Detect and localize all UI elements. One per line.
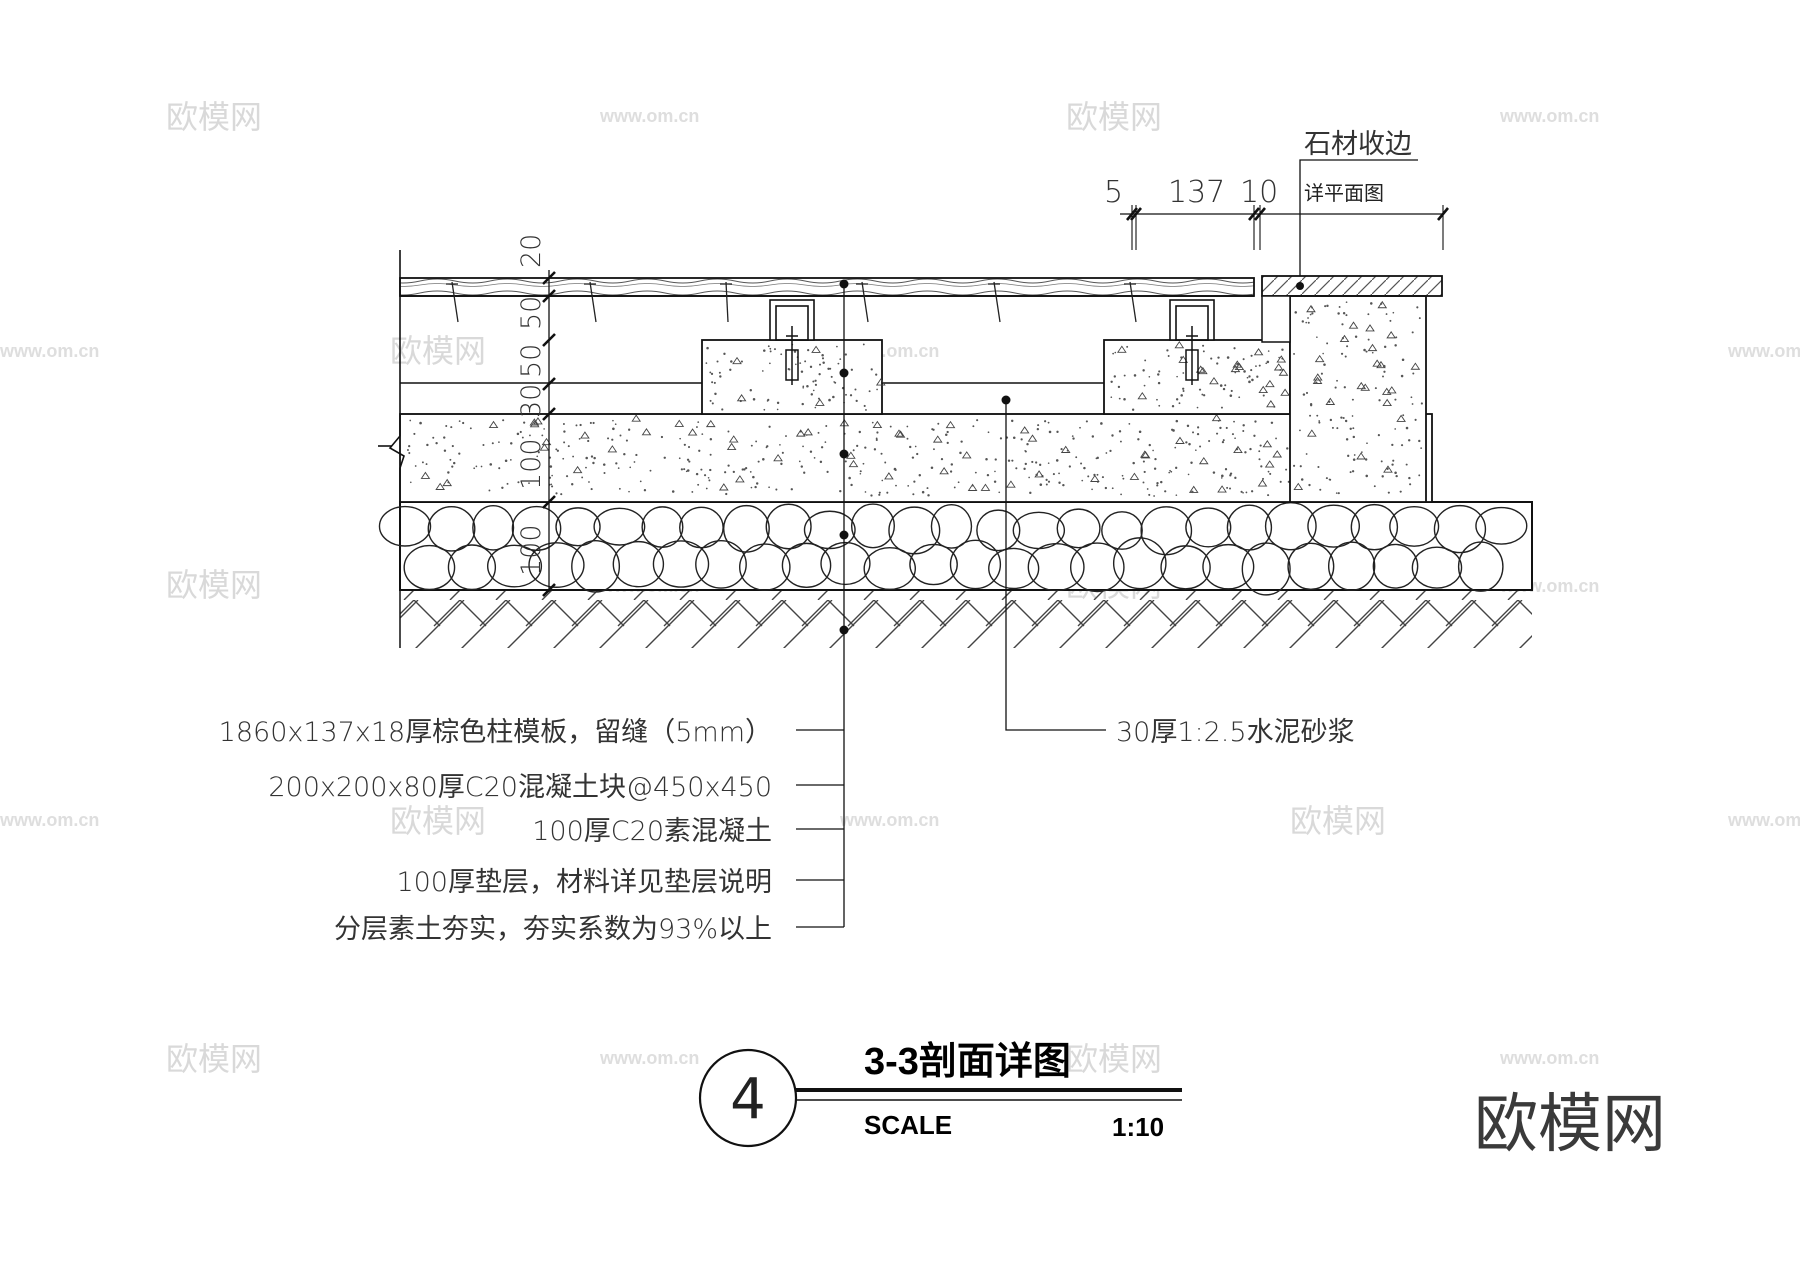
dim-label: 100 <box>516 438 547 490</box>
watermark-url: www.om.cn <box>1499 1048 1599 1068</box>
watermark-brand: 欧模网 <box>390 802 486 840</box>
watermark-brand: 欧模网 <box>390 332 486 370</box>
watermark-url: www.om.cn <box>599 106 699 126</box>
callout-soil: 分层素土夯实，夯实系数为93%以上 <box>334 914 772 945</box>
callout-list: 1860x137x18厚棕色柱模板，留缝（5mm） 200x200x80厚C20… <box>219 717 1355 945</box>
dimension-top: 5 137 10 <box>1104 175 1449 250</box>
title-block: 4 3-3剖面详图 SCALE 1:10 <box>698 1041 1182 1148</box>
concrete-base <box>399 413 1433 503</box>
watermark-brand: 欧模网 <box>1066 98 1162 136</box>
dim-label: 10 <box>1240 175 1278 210</box>
dim-label: 30 <box>516 384 547 418</box>
break-line <box>378 250 405 502</box>
watermark-url: www.om.cn <box>1727 341 1800 361</box>
concrete-block <box>701 339 1291 415</box>
gravel-layer <box>378 501 1533 596</box>
watermark-brand: 欧模网 <box>166 566 262 604</box>
dim-label: 100 <box>516 524 547 576</box>
callout-concrete-block: 200x200x80厚C20混凝土块@450x450 <box>268 772 772 803</box>
watermark-url: www.om.cn <box>0 341 99 361</box>
watermark-url: www.om.cn <box>1499 106 1599 126</box>
leader-dots <box>839 279 1011 635</box>
dim-label: 50 <box>516 296 547 330</box>
dim-label: 50 <box>516 344 547 378</box>
edge-callout: 石材收边 详平面图 <box>1296 129 1418 290</box>
drawing-title: 3-3剖面详图 <box>864 1041 1071 1083</box>
anchor-bolt <box>785 326 1199 385</box>
dim-label: 20 <box>516 234 547 268</box>
dim-label: 5 <box>1104 175 1123 210</box>
soil-layer <box>399 589 1532 648</box>
stone-edge <box>1261 275 1443 503</box>
watermark-brand: 欧模网 <box>1290 802 1386 840</box>
watermark-brand: 欧模网 <box>1066 1040 1162 1078</box>
watermark-url: www.om.cn <box>1727 810 1800 830</box>
leader-lines <box>796 284 1106 928</box>
scale-value: 1:10 <box>1112 1112 1164 1142</box>
watermark-brand: 欧模网 <box>166 98 262 136</box>
watermark-url: www.om.cn <box>599 1048 699 1068</box>
drawing-number-circle <box>698 1048 798 1148</box>
callout-cushion: 100厚垫层，材料详见垫层说明 <box>396 867 772 898</box>
dim-label: 137 <box>1168 175 1225 210</box>
drawing-number: 4 <box>730 1067 766 1132</box>
brand-logo: 欧模网 <box>1474 1088 1666 1162</box>
edge-sublabel: 详平面图 <box>1304 181 1384 205</box>
callout-concrete-base: 100厚C20素混凝土 <box>532 816 772 847</box>
watermark-url: www.om.cn <box>0 810 99 830</box>
callout-wood-deck: 1860x137x18厚棕色柱模板，留缝（5mm） <box>219 717 772 748</box>
callout-mortar: 30厚1:2.5水泥砂浆 <box>1116 717 1355 748</box>
scale-label: SCALE <box>864 1110 952 1140</box>
dimension-left: 20 50 50 30 100 100 <box>516 234 556 597</box>
watermark-url: www.om.cn <box>839 810 939 830</box>
aluminum-joist <box>769 299 1215 341</box>
watermark-brand: 欧模网 <box>166 1040 262 1078</box>
edge-label: 石材收边 <box>1304 129 1412 160</box>
wood-deck <box>399 277 1255 323</box>
